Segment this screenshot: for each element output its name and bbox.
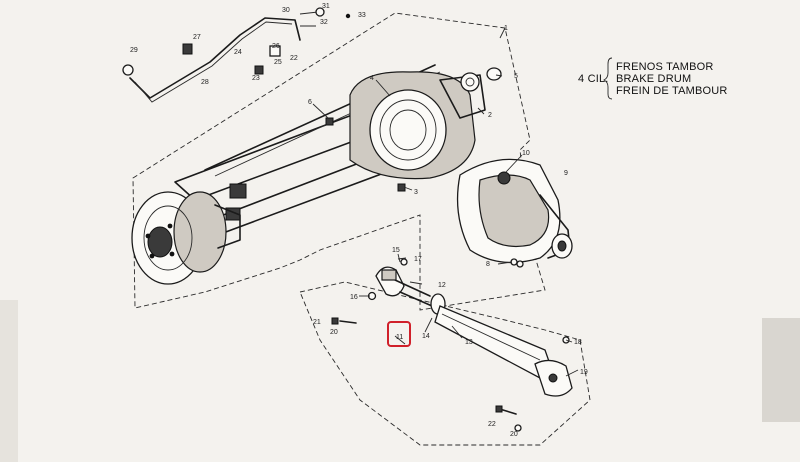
callout-24: 24 [234, 49, 242, 56]
callout-25: 25 [274, 59, 282, 66]
callout-26: 26 [272, 43, 280, 50]
callout-6: 6 [308, 99, 312, 106]
scan-left-smudge [0, 300, 18, 462]
callout-1: 1 [504, 25, 508, 32]
callout-30: 30 [282, 7, 290, 14]
callout-5: 5 [514, 73, 518, 80]
axle-assembly-outline [132, 12, 546, 311]
brake-drum-left [131, 191, 241, 285]
header-line-es: FRENOS TAMBOR [616, 61, 714, 73]
callout-22-bottom: 22 [488, 421, 496, 428]
callout-15: 15 [392, 247, 400, 254]
callout-11: 11 [396, 334, 403, 341]
callout-31: 31 [322, 3, 330, 10]
driveshaft-fasteners [331, 258, 570, 432]
callout-numbers: 1 2 4 5 6 3 8 9 10 11 12 13 14 15 16 17 … [130, 3, 588, 438]
brake-pipe [122, 7, 351, 103]
header-line-en: BRAKE DRUM [616, 73, 691, 85]
callout-33: 33 [358, 12, 366, 19]
callout-29: 29 [130, 47, 138, 54]
driveshaft [375, 266, 573, 397]
callout-28: 28 [201, 79, 209, 86]
callout-20-right: 20 [510, 431, 518, 438]
header-line-fr: FREIN DE TAMBOUR [616, 85, 728, 97]
callout-19: 19 [580, 369, 588, 376]
callout-21: 21 [313, 319, 321, 326]
callout-9: 9 [564, 170, 568, 177]
callout-22-top: 22 [290, 55, 298, 62]
differential-carrier [456, 158, 573, 268]
callout-8: 8 [486, 261, 490, 268]
callout-14: 14 [422, 333, 430, 340]
callout-27: 27 [193, 34, 201, 41]
part-highlight-box[interactable] [387, 321, 411, 347]
brake-type-header: 4 CIL. FRENOS TAMBOR BRAKE DRUM FREIN DE… [578, 57, 728, 100]
callout-20-left: 20 [330, 329, 338, 336]
callout-16: 16 [350, 294, 358, 301]
callout-10: 10 [522, 150, 530, 157]
callout-4: 4 [370, 75, 374, 82]
callout-3: 3 [414, 189, 418, 196]
callout-17: 17 [414, 256, 422, 263]
leader-lines [312, 27, 579, 377]
callout-18: 18 [574, 339, 582, 346]
cylinder-label: 4 CIL. [578, 73, 609, 85]
callout-23: 23 [252, 75, 260, 82]
header-brace [602, 57, 613, 100]
callout-13: 13 [465, 339, 473, 346]
callout-32: 32 [320, 19, 328, 26]
callout-12: 12 [438, 282, 446, 289]
scan-edge-shadow [762, 318, 800, 422]
callout-2: 2 [488, 112, 492, 119]
